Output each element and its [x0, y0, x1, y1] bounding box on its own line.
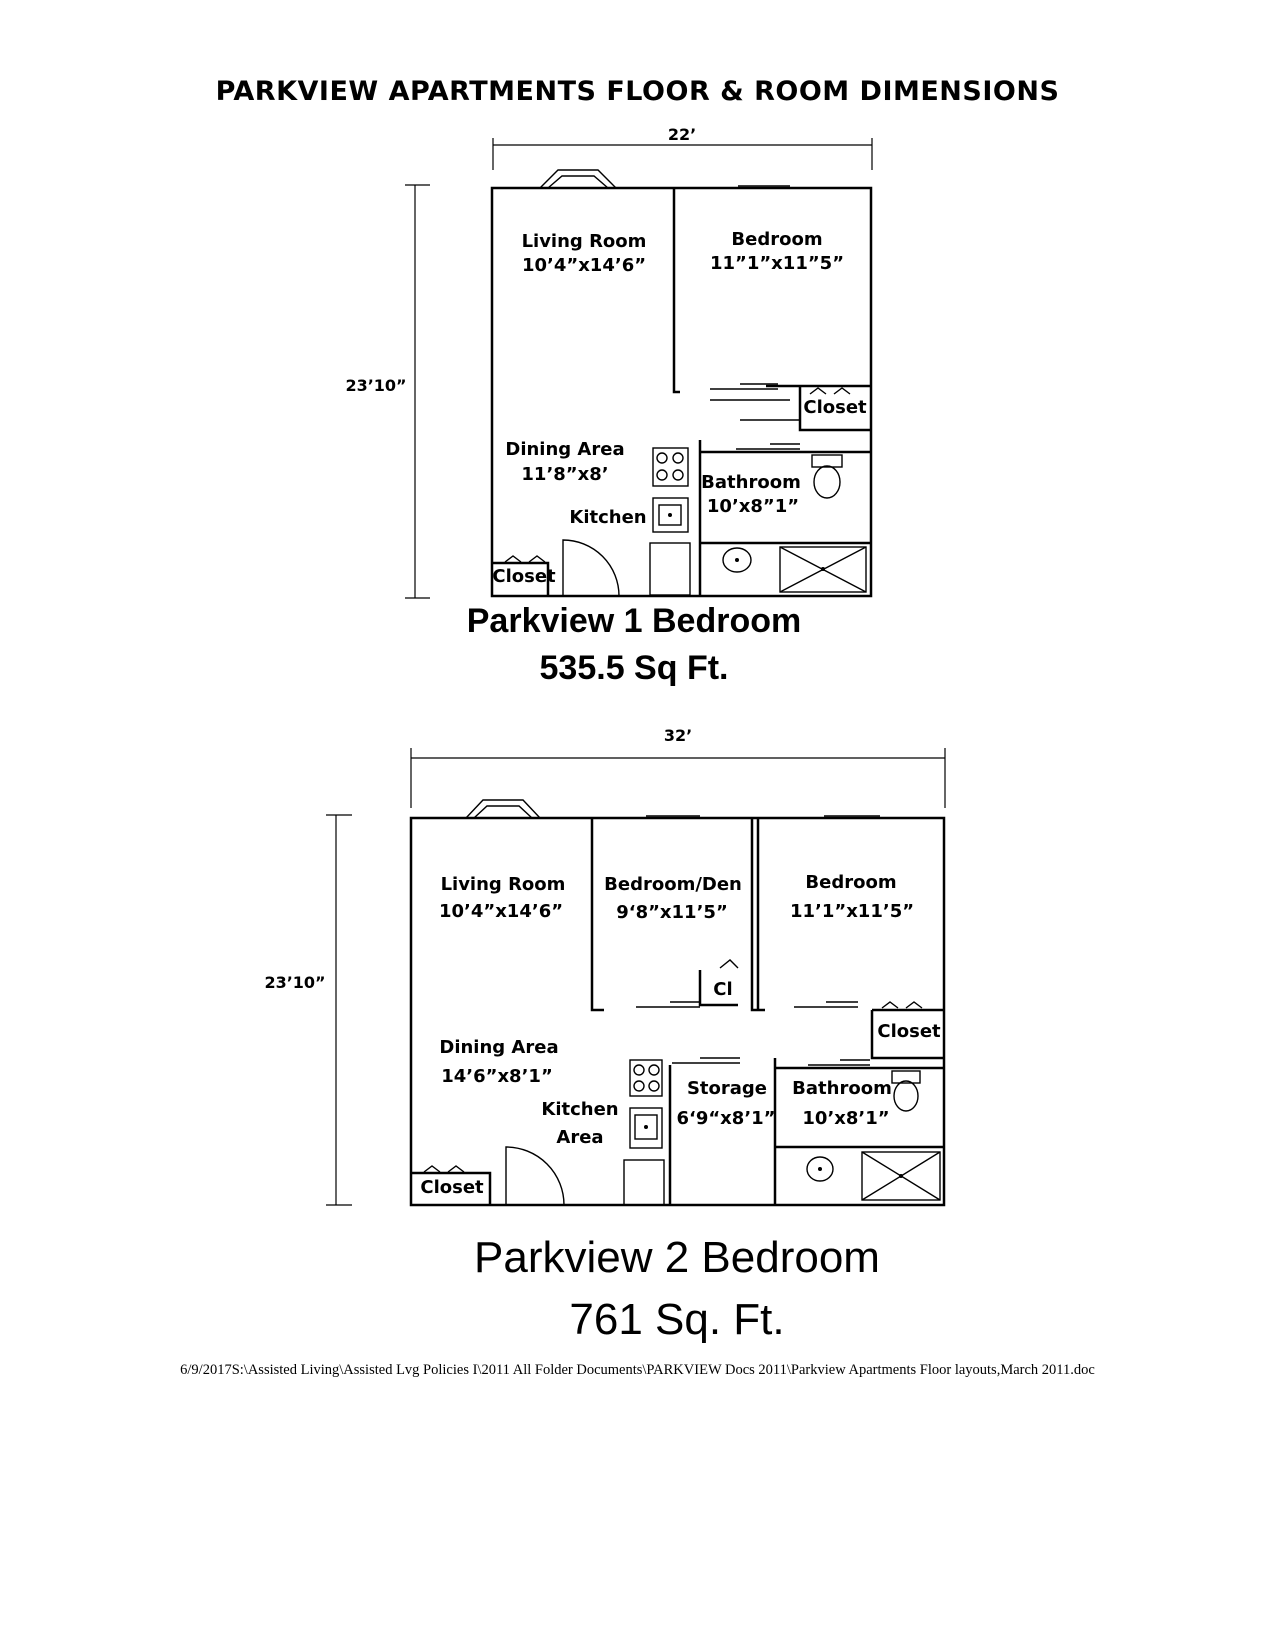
- plan1-living-room-name: Living Room: [522, 231, 647, 252]
- plan1-living-bedroom-wall: [672, 188, 680, 394]
- plan1-entry-door: [562, 539, 620, 597]
- plan2-entry-closet-bifold: [423, 1165, 465, 1173]
- plan2-living-room-dim: 10’4”x14’6”: [439, 901, 563, 922]
- plan1-kitchen-sink-icon: [652, 497, 689, 533]
- plan2-bedroom-name: Bedroom: [805, 872, 896, 893]
- plan2-den-closet-bifold: [719, 959, 739, 969]
- footer-file-path: 6/9/2017S:\Assisted Living\Assisted Lvg …: [180, 1362, 1095, 1378]
- plan1-kitchen-label: Kitchen: [569, 507, 646, 528]
- plan2-living-room-name: Living Room: [441, 874, 566, 895]
- plan1-dining-dim: 11’8”x8’: [521, 464, 608, 485]
- plan1-dining-name: Dining Area: [505, 439, 624, 460]
- plan1-entry-closet-label: Closet: [492, 566, 556, 587]
- plan2-bedroom-closet-label: Closet: [877, 1021, 941, 1042]
- plan1-closet-wall: [798, 386, 871, 432]
- plan1-entry-closet-bifold: [504, 555, 546, 563]
- plan2-bathroom-dim: 10’x8’1”: [802, 1108, 889, 1129]
- plan2-entry-closet-label: Closet: [420, 1177, 484, 1198]
- plan1-bedroom-sliding-door: [710, 383, 800, 421]
- plan1-width-dimension: 22’: [492, 125, 873, 170]
- plan2-closet-wall: [870, 1010, 944, 1060]
- plan1-bathroom-dim: 10’x8”1”: [707, 496, 799, 517]
- plan1-depth-dimension: 23’10”: [345, 184, 430, 599]
- plan2-width-dimension: 32’: [410, 726, 946, 808]
- plan2-living-den-wall: [590, 818, 604, 1012]
- plan1-closet-bifold: [809, 387, 851, 395]
- plan2-stove-icon: [629, 1059, 663, 1097]
- plan2-depth-label: 23’10”: [264, 973, 325, 992]
- plan1-shower-icon: [779, 546, 867, 593]
- plan2-den-bedroom-wall: [750, 818, 765, 1012]
- plan2-depth-dimension: 23’10”: [264, 814, 352, 1206]
- plan2-bay-window: [465, 799, 541, 819]
- plan2-fridge-icon: [623, 1159, 665, 1206]
- plan1-bedroom-closet-label: Closet: [803, 397, 867, 418]
- plan1-entry-closet-wall: [492, 561, 550, 596]
- plan1-name: Parkview 1 Bedroom: [467, 602, 801, 640]
- plan2-den-sliding-door: [636, 1001, 700, 1008]
- plan2-bedroom-sliding-door: [794, 1001, 858, 1008]
- plan2-dining-dim: 14’6”x8’1”: [441, 1066, 553, 1087]
- plan2-toilet-icon: [891, 1070, 921, 1112]
- page-title: PARKVIEW APARTMENTS FLOOR & ROOM DIMENSI…: [215, 76, 1060, 107]
- plan2-bedroom-dim: 11’1”x11’5”: [790, 901, 914, 922]
- plan2-storage-sliding-door: [672, 1057, 740, 1064]
- plan2-closet-bifold: [881, 1001, 923, 1009]
- plan2-den-closet-label: Cl: [713, 979, 732, 1000]
- plan2-den-name: Bedroom/Den: [604, 874, 742, 895]
- plan1-living-room-dim: 10’4”x14’6”: [522, 255, 646, 276]
- plan2-den-dim: 9‘8”x11’5”: [616, 902, 728, 923]
- plan2-shower-icon: [861, 1151, 941, 1201]
- plan2-entry-closet-wall: [411, 1171, 492, 1205]
- plan-1-bedroom: 22’ 23’10”: [345, 125, 873, 687]
- plan2-width-label: 32’: [664, 726, 692, 745]
- plan1-fridge-icon: [649, 542, 691, 596]
- plan1-bay-window: [539, 169, 617, 189]
- plan1-bedroom-dim: 11”1”x11”5”: [710, 253, 844, 274]
- plan2-storage-dim: 6‘9“x8’1”: [676, 1108, 775, 1129]
- plan2-bathroom-name: Bathroom: [792, 1078, 892, 1099]
- plan1-bedroom-name: Bedroom: [731, 229, 822, 250]
- plan1-outer-wall: [490, 186, 873, 598]
- plan1-area: 535.5 Sq Ft.: [540, 649, 729, 687]
- plan1-depth-label: 23’10”: [345, 376, 406, 395]
- plan1-sink-icon: [722, 547, 752, 573]
- plan2-kitchen-label-line2: Area: [556, 1127, 603, 1148]
- plan1-stove-icon: [652, 447, 689, 487]
- plan2-outer-wall: [409, 816, 946, 1207]
- plan1-toilet-icon: [811, 454, 843, 499]
- plan2-storage-name: Storage: [687, 1078, 767, 1099]
- plan1-bathroom-name: Bathroom: [701, 472, 801, 493]
- plan1-bath-sliding-door: [736, 443, 800, 450]
- plan2-area: 761 Sq. Ft.: [569, 1295, 784, 1344]
- plan2-bath-sliding-door: [808, 1059, 870, 1066]
- plan2-kitchen-label-line1: Kitchen: [541, 1099, 618, 1120]
- plan2-name: Parkview 2 Bedroom: [474, 1233, 880, 1282]
- plan1-width-label: 22’: [668, 125, 696, 144]
- plan2-sink-icon: [806, 1156, 834, 1182]
- plan2-kitchen-sink-icon: [629, 1107, 663, 1149]
- plan-2-bedroom: 32’ 23’10”: [264, 726, 946, 1344]
- plan2-dining-name: Dining Area: [439, 1037, 558, 1058]
- plan2-entry-door: [505, 1146, 565, 1206]
- plan2-den-closet-wall: [698, 970, 738, 1007]
